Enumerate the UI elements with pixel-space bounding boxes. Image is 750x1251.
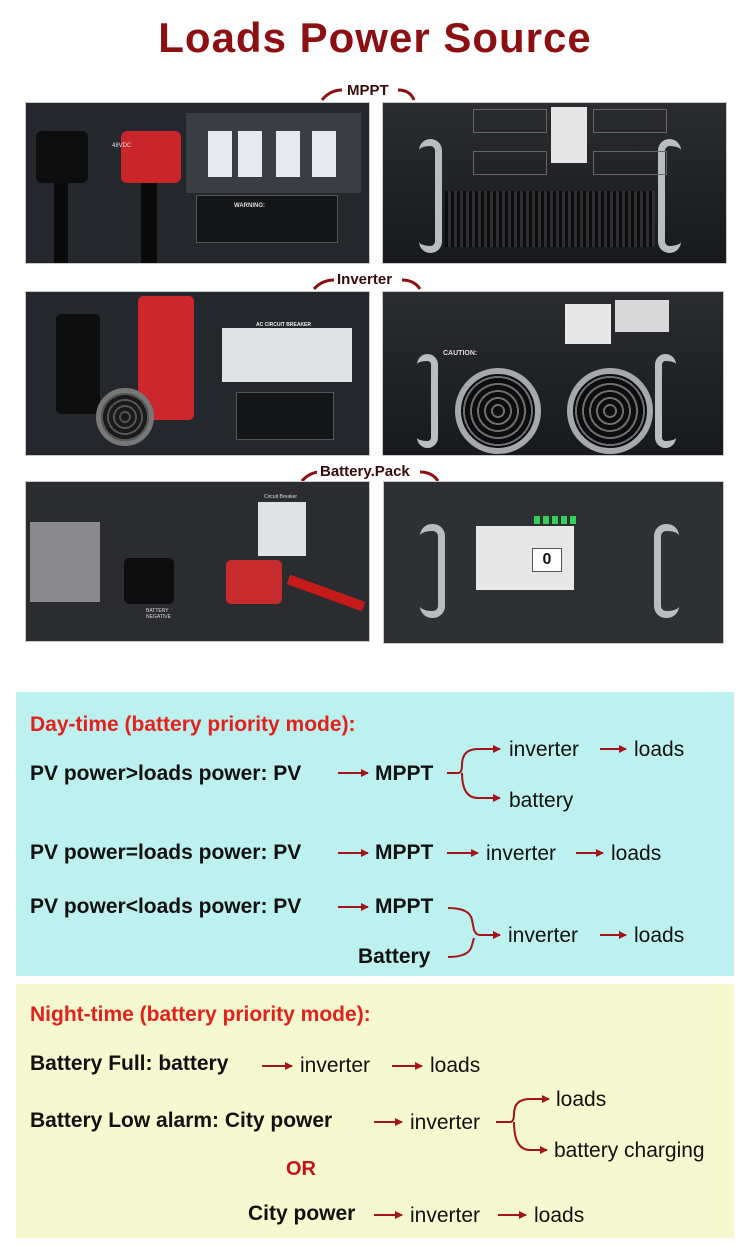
or-label: OR [286, 1158, 316, 1180]
night-row2-left: Battery Low alarm: City power [30, 1109, 333, 1132]
battery-display: 0 [532, 548, 562, 572]
day-row2-inverter: inverter [486, 842, 557, 865]
section-label-mppt: MPPT [344, 82, 392, 99]
caution-label: CAUTION: [443, 350, 478, 357]
inverter-rear-photo: AC CIRCUIT BREAKER [25, 291, 370, 456]
section-label-battery-pack: Battery.Pack [317, 463, 413, 480]
section-brackets [300, 88, 440, 483]
day-row3-battery: Battery [358, 945, 431, 968]
daytime-heading: Day-time (battery priority mode): [30, 713, 356, 736]
voltage-label: 48VDC [112, 143, 132, 149]
day-row3-inverter: inverter [508, 924, 579, 947]
night-row3-left: City power [248, 1202, 356, 1225]
page-title: Loads Power Source [158, 14, 592, 61]
day-row1-top-inverter: inverter [509, 738, 580, 761]
mppt-front-photo [382, 102, 727, 264]
night-row1-left: Battery Full: battery [30, 1052, 229, 1075]
circuit-breaker-label: Circuit Breaker [264, 494, 298, 500]
day-row3-left: PV power<loads power: PV [30, 895, 302, 918]
day-row3-mppt: MPPT [375, 895, 434, 918]
day-row1-mppt: MPPT [375, 762, 434, 785]
battery-front-photo: 0 [383, 481, 724, 644]
day-row1-bottom-battery: battery [509, 789, 574, 812]
day-row3-loads: loads [634, 924, 685, 947]
night-row2-top-loads: loads [556, 1088, 607, 1111]
battery-rear-photo: Circuit Breaker BATTERY NEGATIVE [25, 481, 370, 642]
day-row2-mppt: MPPT [375, 841, 434, 864]
inverter-front-photo: CAUTION: [382, 291, 724, 456]
night-row1-inverter: inverter [300, 1054, 371, 1077]
day-row1-top-loads: loads [634, 738, 685, 761]
ac-breaker-label: AC CIRCUIT BREAKER [256, 322, 311, 328]
day-row1-left: PV power>loads power: PV [30, 762, 302, 785]
day-row2-loads: loads [611, 842, 662, 865]
nighttime-heading: Night-time (battery priority mode): [30, 1003, 371, 1026]
mppt-rear-photo: 48VDC WARNING: [25, 102, 370, 264]
battery-negative-label: BATTERY NEGATIVE [146, 608, 171, 620]
night-row2-inverter: inverter [410, 1111, 481, 1134]
night-row3-inverter: inverter [410, 1204, 481, 1227]
daytime-panel [16, 692, 734, 976]
night-row2-bottom-battery-charging: battery charging [554, 1139, 705, 1162]
section-label-inverter: Inverter [334, 271, 396, 288]
mppt-warning-label: WARNING: [234, 203, 265, 209]
night-row1-loads: loads [430, 1054, 481, 1077]
nighttime-panel [16, 984, 734, 1238]
night-row3-loads: loads [534, 1204, 585, 1227]
day-row2-left: PV power=loads power: PV [30, 841, 302, 864]
